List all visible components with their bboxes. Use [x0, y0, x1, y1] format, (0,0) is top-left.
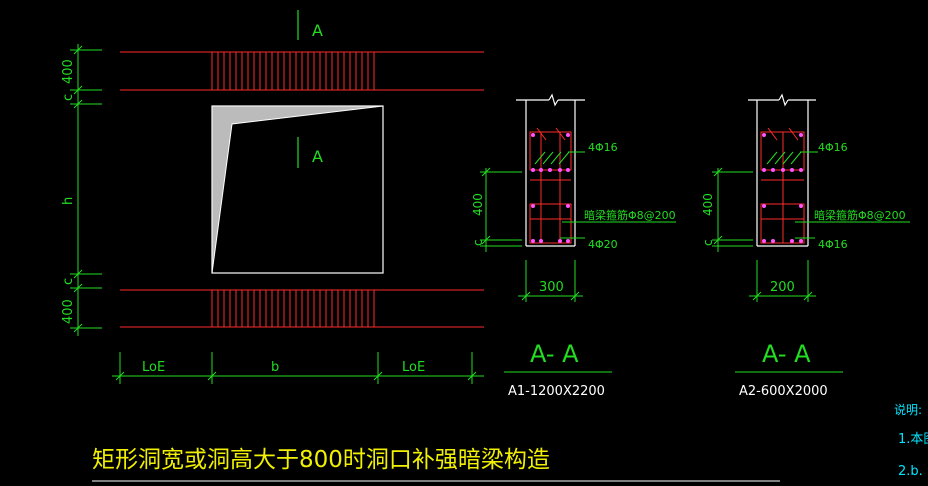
rebar-dot: [799, 133, 803, 137]
rebar-dot: [548, 168, 552, 172]
a2-dim-vertical: [712, 167, 753, 252]
a1-label-bottom-bars: 4Φ20: [588, 238, 618, 251]
opening-elevation: A A: [61, 10, 484, 384]
a2-label-stirrups: 暗梁箍筋Φ8@200: [814, 208, 906, 222]
rebar-dot: [566, 204, 570, 208]
rebar-dot: [539, 168, 543, 172]
rebar-dot: [539, 239, 543, 243]
a1-dim-width: 300: [539, 280, 564, 295]
notes-heading: 说明:: [894, 402, 922, 417]
a1-section-title: A- A: [530, 340, 579, 368]
section-mark-mid: A: [312, 147, 323, 166]
rebar-dot: [762, 168, 766, 172]
left-dimension-chain: [70, 44, 102, 336]
a1-dim-c: c: [471, 239, 485, 246]
rebar-dot: [531, 239, 535, 243]
section-a1: 4Φ16 暗梁箍筋Φ8@200 4Φ20 400 c 300 A- A A1-1…: [471, 93, 676, 399]
a1-dim-horizontal: [518, 260, 583, 302]
a2-bars: [762, 133, 803, 243]
dim-bottom-lower: 400: [61, 299, 76, 324]
rebar-dot: [531, 133, 535, 137]
rebar-dot: [790, 168, 794, 172]
rebar-dot: [781, 168, 785, 172]
rebar-dot: [762, 239, 766, 243]
rebar-dot: [558, 168, 562, 172]
dim-c-lower: c: [61, 278, 76, 285]
a2-dim-height: 400: [701, 193, 715, 216]
notes-line-2: 2.b.: [898, 464, 923, 479]
drawing-title: 矩形洞宽或洞高大于800时洞口补强暗梁构造: [92, 447, 550, 473]
a2-section-size: A2-600X2000: [739, 384, 828, 399]
rebar-dot: [531, 204, 535, 208]
bottom-dimension-chain: [112, 352, 484, 384]
notes-line-1: 1.本图: [898, 432, 928, 447]
a1-bars: [531, 133, 570, 243]
rebar-dot: [762, 133, 766, 137]
a1-label-top-bars: 4Φ16: [588, 141, 618, 154]
rebar-dot: [799, 204, 803, 208]
a1-label-stirrups: 暗梁箍筋Φ8@200: [584, 208, 676, 222]
a2-dim-c: c: [701, 239, 715, 246]
dim-top-upper: 400: [61, 59, 76, 84]
a1-dim-height: 400: [471, 193, 485, 216]
rebar-dot: [558, 239, 562, 243]
rebar-dot: [566, 168, 570, 172]
rebar-dot: [790, 239, 794, 243]
a2-leaders: [766, 151, 910, 239]
dim-loe-right: LoE: [402, 360, 425, 375]
a1-stirrups: [529, 127, 572, 244]
a1-section-size: A1-1200X2200: [508, 384, 605, 399]
rebar-dot: [566, 239, 570, 243]
bottom-hidden-beam: [120, 289, 484, 328]
top-hidden-beam: [120, 51, 484, 91]
dim-c-upper: c: [61, 94, 76, 101]
a2-section-title: A- A: [762, 340, 811, 368]
dim-b: b: [271, 360, 279, 375]
rebar-dot: [799, 168, 803, 172]
a2-label-bottom-bars: 4Φ16: [818, 238, 848, 251]
a2-dim-width: 200: [770, 280, 795, 295]
a2-dim-horizontal: [749, 260, 816, 302]
rebar-dot: [799, 239, 803, 243]
opening-hatch: [211, 105, 384, 274]
dim-loe-left: LoE: [142, 360, 165, 375]
section-mark-top: A: [312, 21, 323, 40]
section-a2: 4Φ16 暗梁箍筋Φ8@200 4Φ16 400 c 200 A- A A2-6…: [701, 93, 910, 399]
a1-dim-vertical: [480, 167, 522, 252]
a2-label-top-bars: 4Φ16: [818, 141, 848, 154]
rebar-dot: [771, 168, 775, 172]
dim-h: h: [61, 197, 76, 205]
rebar-dot: [566, 133, 570, 137]
a1-leaders: [534, 151, 676, 239]
rebar-dot: [762, 204, 766, 208]
rebar-dot: [531, 168, 535, 172]
rebar-dot: [771, 239, 775, 243]
